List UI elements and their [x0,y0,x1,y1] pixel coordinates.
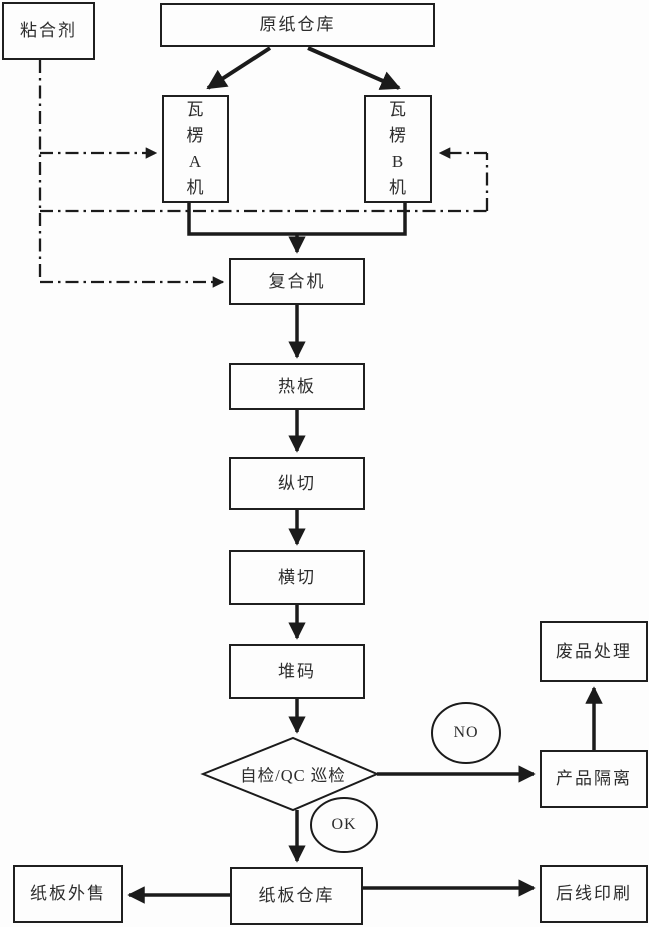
node-board-warehouse-label: 纸板仓库 [258,886,335,906]
node-stacking-label: 堆码 [278,661,316,681]
node-cross-cutting: 横切 [229,550,365,605]
edge-warehouse-to-corrugator-b [307,46,401,90]
corrugator-b-line: B [391,152,405,171]
corrugator-merge-connector [187,203,407,236]
node-corrugator-a: 瓦 楞 A 机 [162,95,229,203]
branch-ok-text: OK [331,816,357,833]
node-waste-disposal: 废品处理 [540,621,648,682]
node-laminator: 复合机 [229,258,365,305]
node-waste-disposal-label: 废品处理 [556,641,632,661]
node-adhesive-label: 粘合剂 [20,21,77,41]
ok-ellipse-shape [310,797,378,853]
branch-no-label: NO [436,718,496,748]
corrugator-b-line: 机 [389,178,407,197]
node-raw-paper-warehouse: 原纸仓库 [160,3,435,47]
node-product-isolation: 产品隔离 [540,750,648,808]
qc-inspection-label: 自检/QC 巡检 [213,758,373,790]
corrugator-b-line: 楞 [389,126,407,145]
node-cross-cutting-label: 横切 [278,567,316,587]
node-slitting-label: 纵切 [278,473,316,493]
corrugator-a-line: 瓦 [186,100,205,119]
node-slitting: 纵切 [229,457,365,510]
branch-no-text: NO [453,724,479,741]
node-product-isolation-label: 产品隔离 [556,769,632,789]
corrugator-a-line: 机 [186,178,205,197]
qc-inspection-text: 自检/QC 巡检 [240,766,346,785]
edge-warehouse-to-corrugator-a [206,46,272,90]
node-board-outside-sale: 纸板外售 [13,865,123,923]
solid-edges [127,46,603,904]
node-board-outside-sale-label: 纸板外售 [30,884,106,904]
node-adhesive: 粘合剂 [2,2,95,60]
corrugator-a-line: 楞 [186,126,205,145]
corrugator-b-line: 瓦 [389,100,407,119]
node-corrugator-b: 瓦 楞 B 机 [364,95,432,203]
corrugator-a-line: A [188,152,203,171]
node-board-warehouse: 纸板仓库 [230,867,363,925]
node-post-line-printing: 后线印刷 [540,865,648,923]
node-post-line-printing-label: 后线印刷 [556,884,632,904]
node-hot-plate: 热板 [229,363,365,410]
node-laminator-label: 复合机 [268,271,326,291]
node-hot-plate-label: 热板 [278,376,316,396]
dashdot-edges [38,60,489,288]
no-ellipse-shape [431,702,501,764]
qc-diamond-shape [200,736,380,812]
node-stacking: 堆码 [229,644,365,699]
node-raw-paper-warehouse-label: 原纸仓库 [259,15,336,35]
branch-ok-label: OK [314,810,374,840]
